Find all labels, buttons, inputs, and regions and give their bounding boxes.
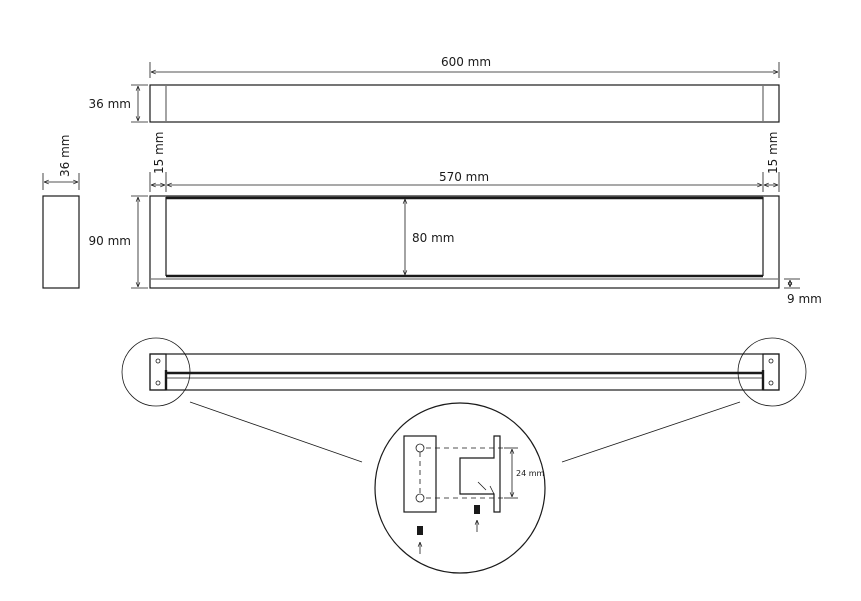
side-view: 36 mm (42, 135, 80, 289)
label-offset-left: 15 mm (152, 132, 166, 174)
detail-enlargement-circle (374, 402, 546, 574)
bracket-detail-mark (477, 481, 487, 491)
bracket-detail-mark-2 (489, 485, 495, 495)
plate-hole-bottom (415, 493, 425, 503)
bottom-view (121, 337, 807, 463)
label-front-height: 90 mm (89, 234, 131, 248)
left-screw-hole-bottom (155, 380, 161, 386)
top-bar-outline (149, 84, 780, 123)
label-offset-right: 15 mm (766, 132, 780, 174)
label-inner-height: 80 mm (412, 231, 454, 245)
right-screw-hole-top (768, 358, 774, 364)
wall-plate (403, 435, 437, 513)
plate-hole-top (415, 443, 425, 453)
bracket-profile (459, 435, 501, 513)
front-frame-outline (149, 195, 780, 289)
detail-circle-left (121, 337, 191, 407)
leader-line-right (561, 401, 741, 463)
top-view: 600 mm 36 mm (89, 55, 780, 123)
screw-right-icon (474, 505, 480, 514)
label-inner-length: 570 mm (439, 170, 489, 184)
label-bracket-spacing: 24 mm (516, 469, 545, 478)
leader-line-left (189, 401, 363, 463)
label-top-height: 36 mm (89, 97, 131, 111)
label-total-length: 600 mm (441, 55, 491, 69)
front-view: 15 mm 570 mm 15 mm 80 mm 90 mm 9 mm (89, 132, 822, 306)
right-screw-hole-bottom (768, 380, 774, 386)
mounting-detail: 24 mm (374, 402, 546, 574)
detail-circle-right (737, 337, 807, 407)
side-profile (42, 195, 80, 289)
left-screw-hole-top (155, 358, 161, 364)
screw-left-icon (417, 526, 423, 535)
label-side-depth: 36 mm (58, 135, 72, 177)
label-bottom-gap: 9 mm (787, 292, 822, 306)
